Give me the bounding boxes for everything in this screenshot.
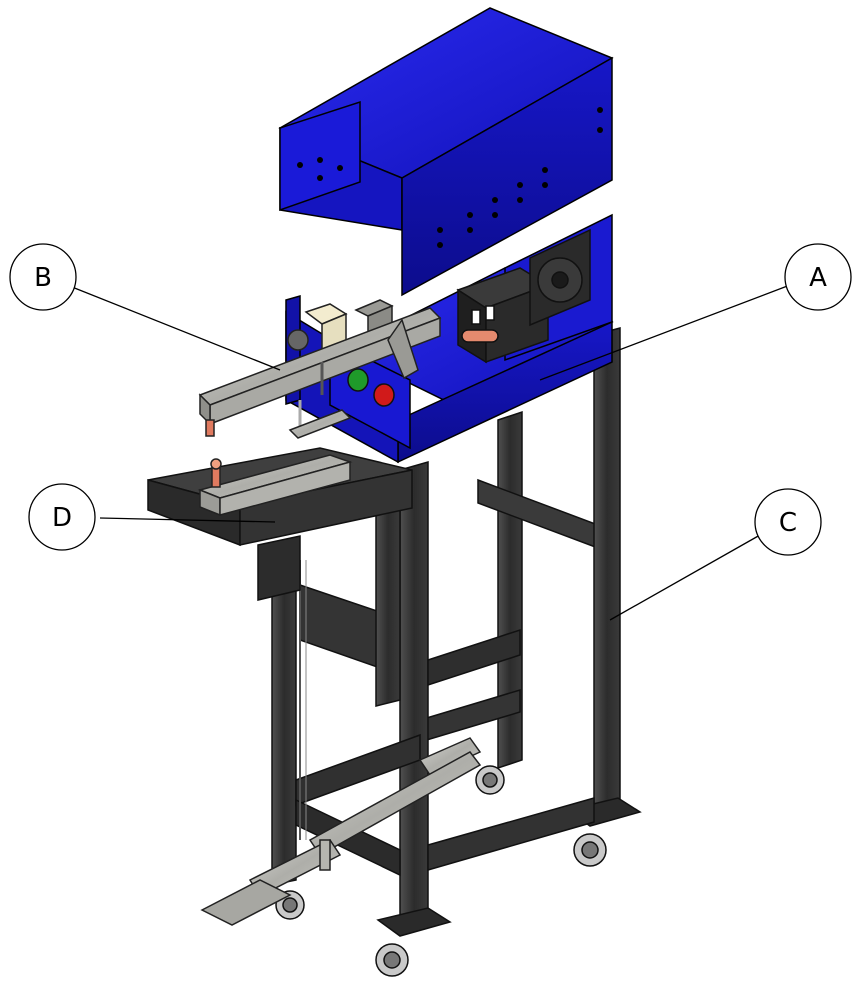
callout-b-circle [9,243,77,311]
callout-c-label: C [779,508,797,538]
foot-pedal [200,560,482,926]
callout-a-circle [784,243,852,311]
stand-frame [271,327,642,937]
housing-cover [278,7,614,297]
callout-d: D [28,483,276,551]
callout-c-circle [754,488,822,556]
red-button [373,383,395,407]
callout-d-label: D [52,503,72,533]
callout-d-circle [28,483,96,551]
callout-c: C [609,488,822,621]
cooling-fan [529,228,591,327]
callout-b-label: B [34,263,52,293]
upper-electrode-arm [198,307,442,439]
control-buttons [347,368,395,407]
transformer [456,267,550,364]
casters [275,765,607,977]
callout-a: A [539,243,852,381]
callout-b: B [9,243,281,371]
lower-electrode [197,454,353,517]
callout-a-label: A [809,263,827,293]
green-button [347,368,369,392]
